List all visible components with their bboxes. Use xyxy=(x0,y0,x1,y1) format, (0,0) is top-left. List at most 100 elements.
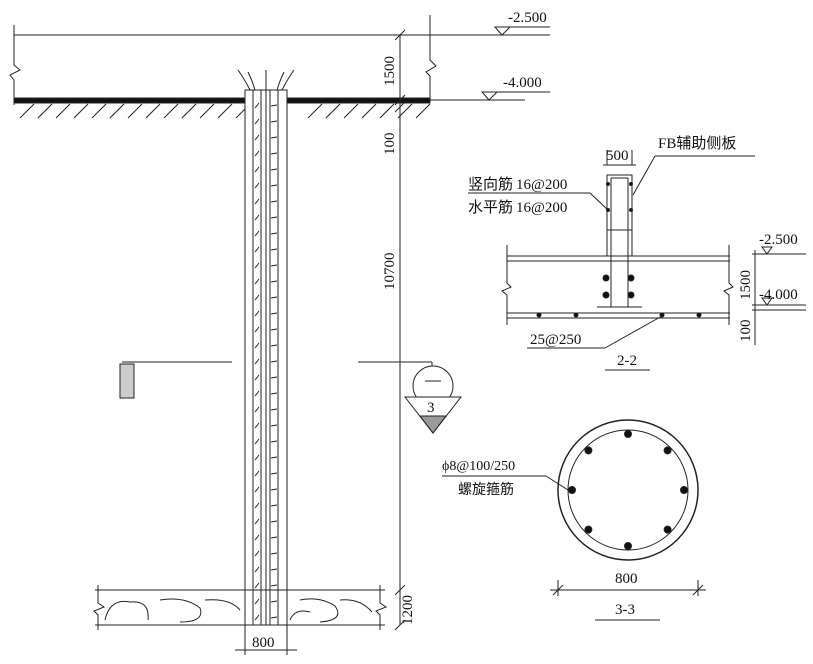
elevation-marker-top: -2.500 xyxy=(493,10,550,36)
s22-dim-100: 100 xyxy=(738,320,754,343)
stirrup-tick xyxy=(254,198,260,205)
stirrup-tick xyxy=(270,200,278,203)
stirrup-tick xyxy=(254,358,260,365)
stirrup-tick xyxy=(270,136,278,139)
stirrup-tick xyxy=(254,102,260,109)
stirrup-tick xyxy=(270,216,278,219)
rebar-dot xyxy=(663,446,672,455)
stirrup-tick xyxy=(254,470,260,477)
stirrup-tick xyxy=(270,120,278,123)
stirrup-tick xyxy=(270,184,278,187)
section-3-3: ϕ8@100/250 螺旋箍筋 800 3-3 xyxy=(442,419,706,621)
stirrup-tick xyxy=(254,454,260,461)
stirrup-tick xyxy=(254,390,260,397)
stirrup-tick xyxy=(270,616,278,619)
stirrup-tick xyxy=(254,502,260,509)
dim-1200: 1200 xyxy=(400,595,416,625)
elevation-label-ground: -4.000 xyxy=(503,75,542,91)
stirrup-tick xyxy=(254,342,260,349)
dim-100: 100 xyxy=(382,133,398,156)
stirrup-tick xyxy=(254,406,260,413)
s22-vertical-bar-label: 竖向筋 16@200 xyxy=(468,176,567,193)
s22-elev-bottom: -4.000 xyxy=(759,287,798,303)
stirrup-tick xyxy=(254,326,260,333)
hatch-line xyxy=(109,103,125,119)
elevation-marker-ground: -4.000 xyxy=(430,75,550,101)
dim-1500: 1500 xyxy=(382,56,398,86)
stirrup-tick xyxy=(270,296,278,299)
stirrup-tick xyxy=(254,150,260,157)
stirrup-tick xyxy=(254,582,260,589)
stirrup-tick xyxy=(270,248,278,251)
stirrup-tick xyxy=(270,424,278,427)
s22-bottom-bar-label: 25@250 xyxy=(527,332,581,348)
stirrup-tick xyxy=(270,584,278,587)
dim-10700: 10700 xyxy=(382,253,398,291)
stirrup-tick xyxy=(254,262,260,269)
stirrup-tick xyxy=(254,534,260,541)
s33-diameter: 800 xyxy=(615,571,638,587)
stirrup-tick xyxy=(270,456,278,459)
stirrup-tick xyxy=(254,182,260,189)
rebar-dot xyxy=(663,525,672,534)
stirrup-tick xyxy=(270,280,278,283)
stirrup-tick xyxy=(270,488,278,491)
stirrup-tick xyxy=(270,472,278,475)
rebar-dot xyxy=(584,525,593,534)
stirrup-tick xyxy=(270,408,278,411)
stirrup-tick xyxy=(270,376,278,379)
hatch-line xyxy=(55,103,71,119)
stirrup-tick xyxy=(254,518,260,525)
pile-width-dim: 800 xyxy=(235,625,297,655)
s22-dim-1500: 1500 xyxy=(738,270,754,300)
stirrup-tick xyxy=(254,230,260,237)
stirrup-tick xyxy=(270,328,278,331)
hatch-line xyxy=(307,103,323,119)
stirrup-tick xyxy=(270,568,278,571)
dimension-chain: 1500 100 10700 1200 xyxy=(382,29,416,631)
section-2-2: 500 FB辅助侧板 竖向筋 16@200 水平筋 16@200 25@250 … xyxy=(468,134,806,371)
s22-side-plate-label: FB辅助侧板 xyxy=(658,134,736,152)
stirrup-tick xyxy=(270,360,278,363)
stirrup-tick xyxy=(254,166,260,173)
stirrup-tick xyxy=(270,232,278,235)
stirrup-tick xyxy=(270,520,278,523)
elevation-label-top: -2.500 xyxy=(508,10,547,26)
stirrup-tick xyxy=(254,246,260,253)
stirrup-tick xyxy=(254,598,260,605)
hatch-line xyxy=(145,103,161,119)
rebar-dot xyxy=(624,430,632,438)
s22-horizontal-bar-label: 水平筋 16@200 xyxy=(468,199,567,216)
hatch-line xyxy=(37,103,53,119)
hatch-line xyxy=(19,103,35,119)
stirrup-tick xyxy=(270,552,278,555)
stirrup-tick xyxy=(254,614,260,621)
stirrup-tick xyxy=(270,504,278,507)
ground-slab-line xyxy=(13,97,431,104)
s22-elev-top: -2.500 xyxy=(759,232,798,248)
hatch-line xyxy=(379,103,395,119)
hatch-line xyxy=(199,103,215,119)
stirrup-tick xyxy=(254,310,260,317)
s33-stirrup-label: ϕ8@100/250 xyxy=(442,459,515,474)
stirrup-tick xyxy=(270,392,278,395)
stirrup-tick xyxy=(270,536,278,539)
hatch-line xyxy=(163,103,179,119)
hatch-line xyxy=(415,103,431,119)
stirrup-tick xyxy=(270,104,278,107)
main-elevation: -2.500 -4.000 1500 100 10700 1200 xyxy=(9,10,550,631)
rebar-dot xyxy=(624,542,632,550)
rebar-dot xyxy=(568,486,576,494)
hatch-line xyxy=(325,103,341,119)
stirrup-tick xyxy=(254,422,260,429)
hatch-line xyxy=(91,103,107,119)
stirrup-tick xyxy=(254,550,260,557)
rock-layer xyxy=(93,585,388,630)
pile xyxy=(237,69,295,626)
hatch-line xyxy=(181,103,197,119)
s22-width: 500 xyxy=(606,148,629,164)
stirrup-tick xyxy=(254,278,260,285)
stirrup-tick xyxy=(270,600,278,603)
stirrup-tick xyxy=(254,486,260,493)
